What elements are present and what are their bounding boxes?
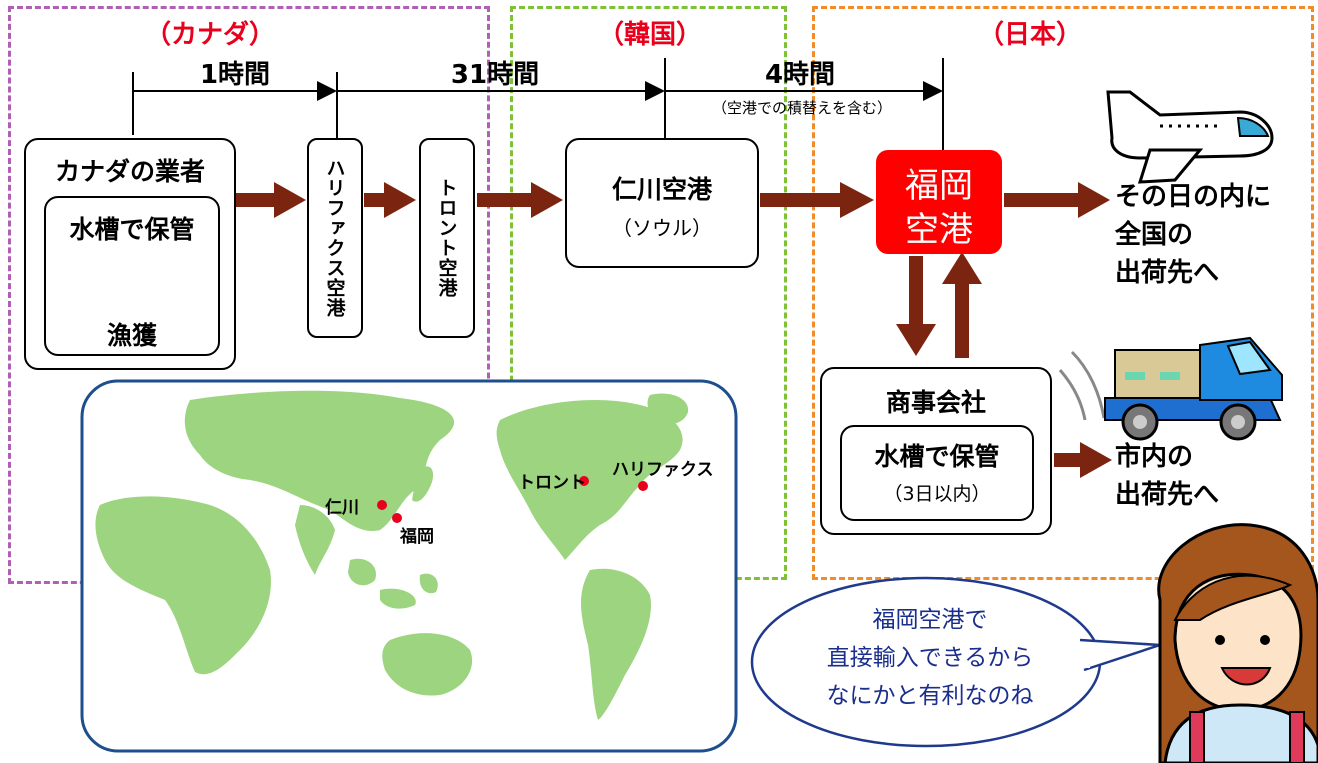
toronto-airport-box: トロント空港	[419, 138, 475, 338]
map-label-halifax: ハリファクス	[612, 460, 714, 480]
destination-national: その日の内に 全国の 出荷先へ	[1115, 182, 1272, 288]
duration-leg3-note: （空港での積替えを含む）	[711, 99, 892, 117]
region-title-korea: （韓国）	[597, 20, 702, 50]
map-label-incheon: 仁川	[325, 498, 359, 518]
canada-storage-box: 水槽で保管 漁獲	[44, 196, 220, 356]
canada-vendor-title: カナダの業者	[54, 157, 205, 186]
destination-city: 市内の 出荷先へ	[1115, 442, 1220, 510]
duration-leg2: 31時間	[450, 60, 540, 90]
region-japan	[812, 6, 1314, 580]
speech-line3: なにかと有利なのね	[826, 683, 1034, 709]
trading-storage-label: 水槽で保管	[874, 442, 1000, 471]
region-title-canada: （カナダ）	[144, 20, 275, 50]
duration-leg1: 1時間	[199, 60, 271, 90]
world-map	[80, 379, 738, 753]
speech-line2: 直接輸入できるから	[826, 645, 1034, 671]
speech-bubble-shape	[750, 576, 1161, 748]
trading-storage-note: （3日以内）	[883, 483, 991, 505]
trading-storage-box: 水槽で保管 （3日以内）	[840, 425, 1034, 521]
toronto-airport-label: トロント空港	[435, 178, 458, 298]
duration-leg3: 4時間	[764, 60, 836, 90]
truck-icon	[1058, 336, 1283, 441]
flow-arrows	[110, 182, 1112, 478]
incheon-airport-label: 仁川空港	[611, 175, 712, 204]
fukuoka-airport-box: 福岡 空港	[876, 150, 1002, 254]
fukuoka-airport-line1: 福岡	[905, 166, 973, 206]
halifax-airport-label: ハリファクス空港	[323, 158, 346, 318]
region-title-japan: （日本）	[977, 20, 1082, 50]
trading-company-title: 商事会社	[885, 388, 986, 417]
map-label-fukuoka: 福岡	[400, 527, 434, 547]
trading-company-box: 商事会社 水槽で保管 （3日以内）	[820, 367, 1052, 535]
woman-character	[1157, 523, 1318, 763]
incheon-airport-box: 仁川空港 （ソウル）	[565, 138, 759, 268]
halifax-airport-box: ハリファクス空港	[307, 138, 363, 338]
canada-storage-label: 水槽で保管	[69, 215, 195, 244]
map-label-toronto: トロント	[518, 473, 586, 493]
timeline	[132, 58, 944, 150]
canada-vendor-box: カナダの業者 水槽で保管 漁獲	[24, 138, 236, 370]
incheon-sub-label: （ソウル）	[612, 216, 712, 240]
fukuoka-airport-line2: 空港	[905, 210, 973, 250]
speech-line1: 福岡空港で	[872, 607, 988, 633]
airplane-icon	[1106, 90, 1274, 184]
catch-label: 漁獲	[106, 321, 157, 350]
